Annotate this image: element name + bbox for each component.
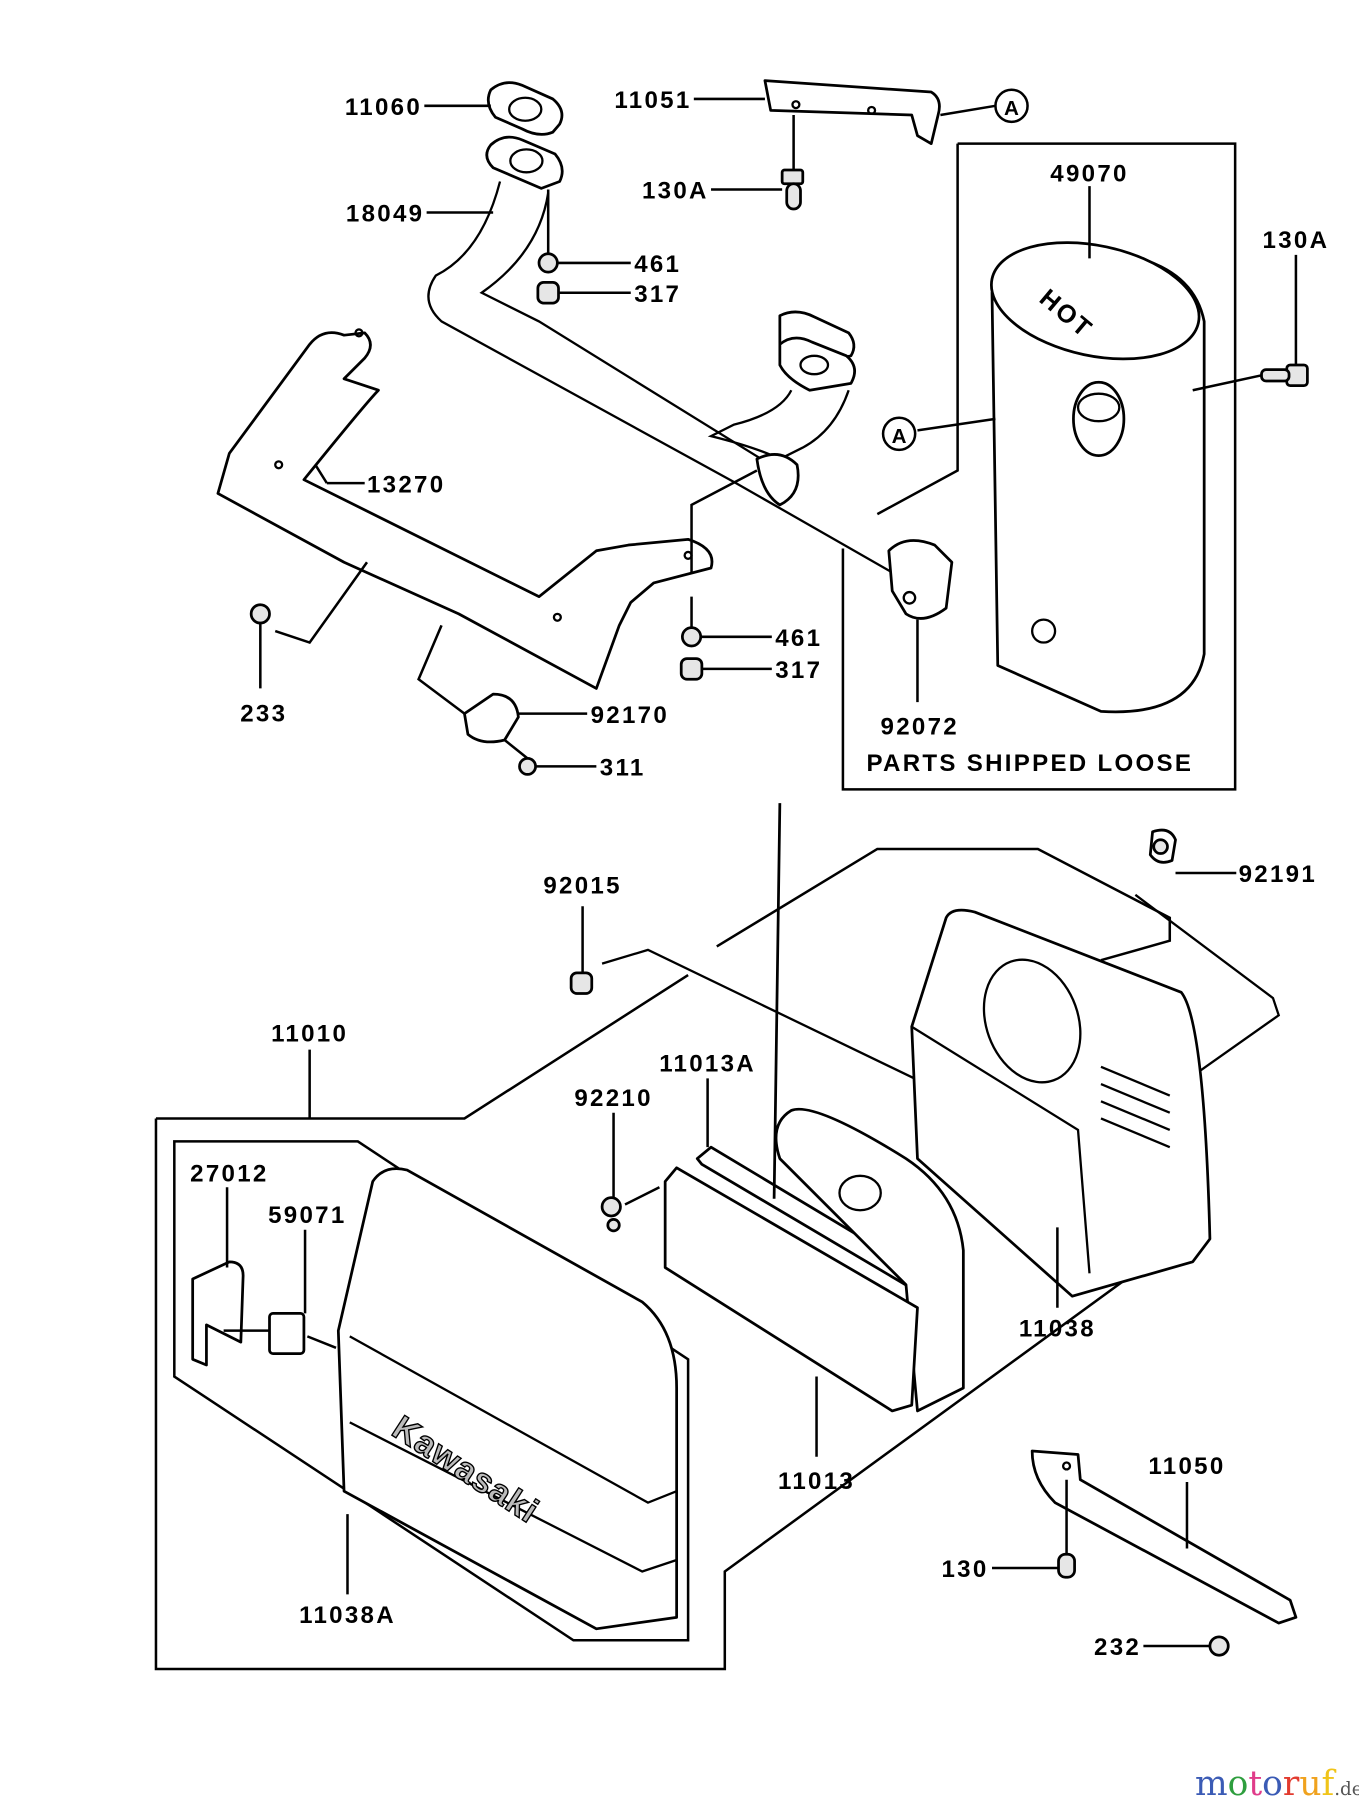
cover-subassembly-box [173,1140,690,1642]
muffler-49070: HOT [990,241,1206,714]
svg-text:motoruf.de: motoruf.de [1195,1764,1359,1800]
label-92170: 92170 [591,702,669,729]
screw-233 [249,603,271,625]
label-13270: 13270 [367,471,445,498]
clip-59071 [268,1312,306,1355]
bracket-11050 [1030,1449,1298,1625]
clip-27012 [191,1260,245,1367]
gasket-11060 [486,81,564,136]
label-49070: 49070 [1050,161,1128,188]
assembly-11010-box [154,847,1182,1671]
nut-311 [518,756,537,776]
motoruf-watermark-logo: motoruf.de [1195,1764,1359,1800]
bolt-130A-right [1260,363,1309,388]
reference-a-circle-mid [881,416,917,452]
label-ref-a-top: A [1004,97,1019,120]
label-317-mid: 317 [775,657,822,684]
label-27012: 27012 [190,1161,268,1188]
washer-461-top [537,252,559,274]
air-cleaner-base-11038 [910,908,1212,1298]
label-461-mid: 461 [775,625,822,652]
element-11013 [663,1166,919,1413]
clip-92191 [1148,828,1177,864]
label-130: 130 [942,1556,989,1583]
reference-a-circle-top [994,88,1029,124]
bracket-13270 [216,328,714,690]
label-130a-right: 130A [1263,227,1330,254]
bolt-130 [1057,1552,1076,1579]
nut-317-top [536,281,560,305]
label-18049: 18049 [346,201,424,228]
clamp-92072 [887,539,954,620]
part-labels: 11060 11051 A 130A 49070 130A 18049 461 … [190,87,1330,1661]
label-59071: 59071 [268,1202,346,1229]
loose-parts-box [841,142,1237,791]
label-232: 232 [1094,1634,1141,1661]
label-461-top: 461 [634,251,681,278]
nut-317-mid [679,657,704,681]
bracket-11051 [763,79,941,146]
screw-232 [1208,1635,1230,1657]
cover-11038A: Kawasaki [336,1167,679,1631]
label-11038a: 11038A [299,1602,396,1629]
washer-461-mid [680,626,703,648]
label-92072: 92072 [881,713,959,740]
label-11013: 11013 [778,1468,855,1495]
label-11013a: 11013A [659,1050,756,1077]
label-11010: 11010 [271,1021,348,1048]
label-92015: 92015 [543,873,621,900]
label-11038: 11038 [1019,1315,1096,1342]
label-311: 311 [600,755,646,782]
label-ref-a-mid: A [892,425,907,448]
label-317-top: 317 [634,281,681,308]
label-92191: 92191 [1239,861,1317,888]
exhaust-pipe-18049 [427,135,896,575]
leader-lines [223,97,1298,1648]
clip-92210 [600,1196,622,1233]
bolt-130A-top [780,168,805,211]
label-11050: 11050 [1148,1453,1225,1480]
clamp-92170 [463,692,520,744]
parts-shipped-loose-note: PARTS SHIPPED LOOSE [866,750,1193,777]
label-233: 233 [240,701,287,728]
nut-92015 [569,971,594,995]
label-92210: 92210 [574,1085,652,1112]
label-11051: 11051 [614,87,691,114]
element-11013A [695,803,965,1413]
label-130a-top: 130A [642,178,709,205]
label-11060: 11060 [345,94,422,121]
